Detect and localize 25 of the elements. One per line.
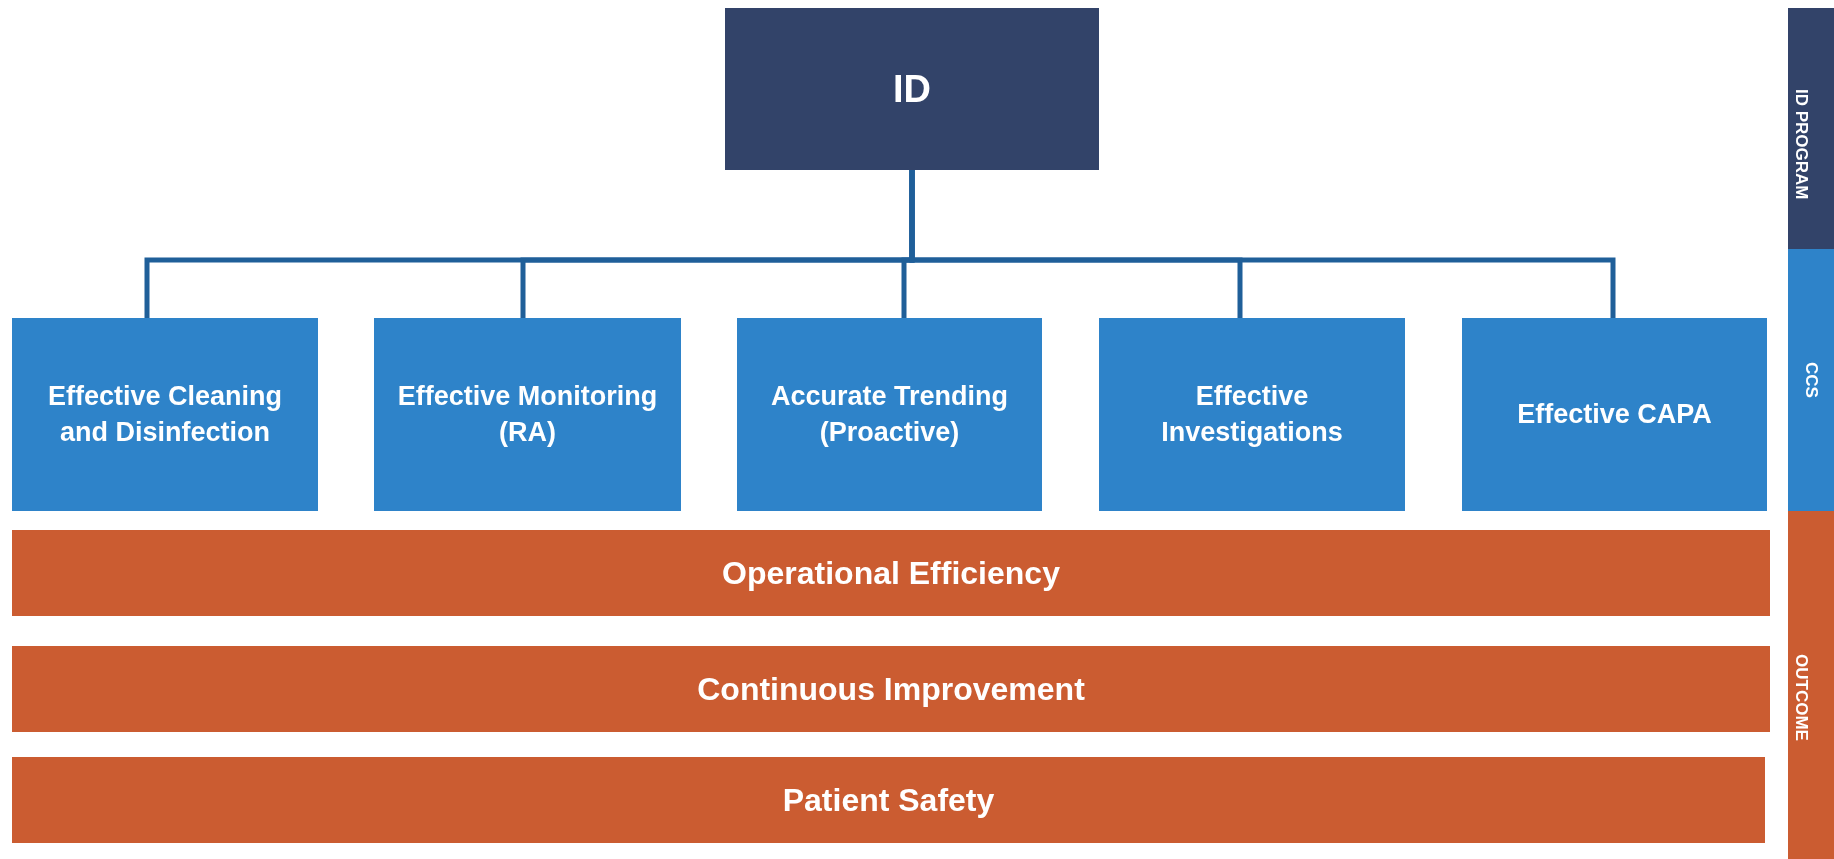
side-label-bar [1788,8,1834,249]
node-label: Patient Safety [782,781,995,820]
node-label: Effective CAPA [1517,397,1712,431]
process-box [1099,318,1405,511]
side-label-bar [1788,249,1834,511]
node-label: Effective Investigations [1160,380,1344,449]
root-box [725,8,1099,170]
node-label: CCS [1800,362,1822,398]
node-label: Accurate Trending (Proactive) [769,380,1010,449]
process-box [12,318,318,511]
node-label: Operational Efficiency [722,554,1060,593]
node-label: Effective Cleaning and Disinfection [46,380,284,449]
outcome-band [12,646,1770,732]
process-box [737,318,1042,511]
node-label: ID [893,66,931,112]
process-box [374,318,681,511]
side-label-bar [1788,511,1834,859]
node-label: ID PROGRAM [1790,89,1812,200]
node-label: OUTCOME [1790,653,1812,741]
outcome-band [12,757,1765,843]
outcome-band [12,530,1770,616]
connector-line [909,170,1616,318]
node-label: Effective Monitoring (RA) [396,380,659,449]
process-box [1462,318,1767,511]
node-label: Continuous Improvement [697,670,1085,709]
